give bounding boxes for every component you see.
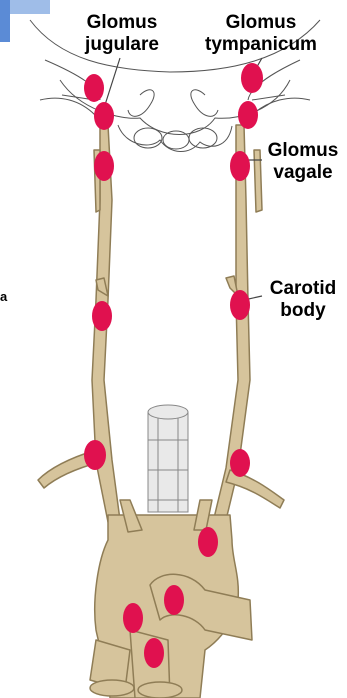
label-glomus-jugulare-line1: Glomus [62,12,182,34]
tumor-jugulare-lower [94,102,114,130]
label-glomus-tympanicum-line1: Glomus [198,12,324,34]
stray-letter: a [0,286,12,308]
tumor-vagale-left [94,151,114,181]
label-carotid-body-line2: body [262,300,344,322]
label-carotid-body: Carotid body [262,278,344,322]
right-subclavian-branch [226,470,284,508]
tumor-subclavian-right [230,449,250,477]
label-glomus-tympanicum: Glomus tympanicum [198,12,324,56]
tumor-aortic-right [198,527,218,557]
tumor-descending-right [144,638,164,668]
tumor-carotid-right [230,290,250,320]
tumor-arch [164,585,184,615]
tumor-tympanicum [241,63,263,93]
label-carotid-body-line1: Carotid [262,278,344,300]
right-jugular-branch [254,150,262,212]
tumor-tympanicum-lower [238,101,258,129]
vessel-end-right [138,682,182,698]
label-glomus-vagale-line1: Glomus [262,140,344,162]
tumor-descending-left [123,603,143,633]
tumor-jugulare-upper [84,74,104,102]
label-glomus-vagale-line2: vagale [262,162,344,184]
tumor-carotid-left [92,301,112,331]
tumor-subclavian-left [84,440,106,470]
label-glomus-jugulare-line2: jugulare [62,34,182,56]
trachea [148,405,188,512]
vessel-end-left [90,680,134,696]
tumor-vagale-right [230,151,250,181]
label-glomus-tympanicum-line2: tympanicum [198,34,324,56]
label-glomus-vagale: Glomus vagale [262,140,344,184]
label-glomus-jugulare: Glomus jugulare [62,12,182,56]
